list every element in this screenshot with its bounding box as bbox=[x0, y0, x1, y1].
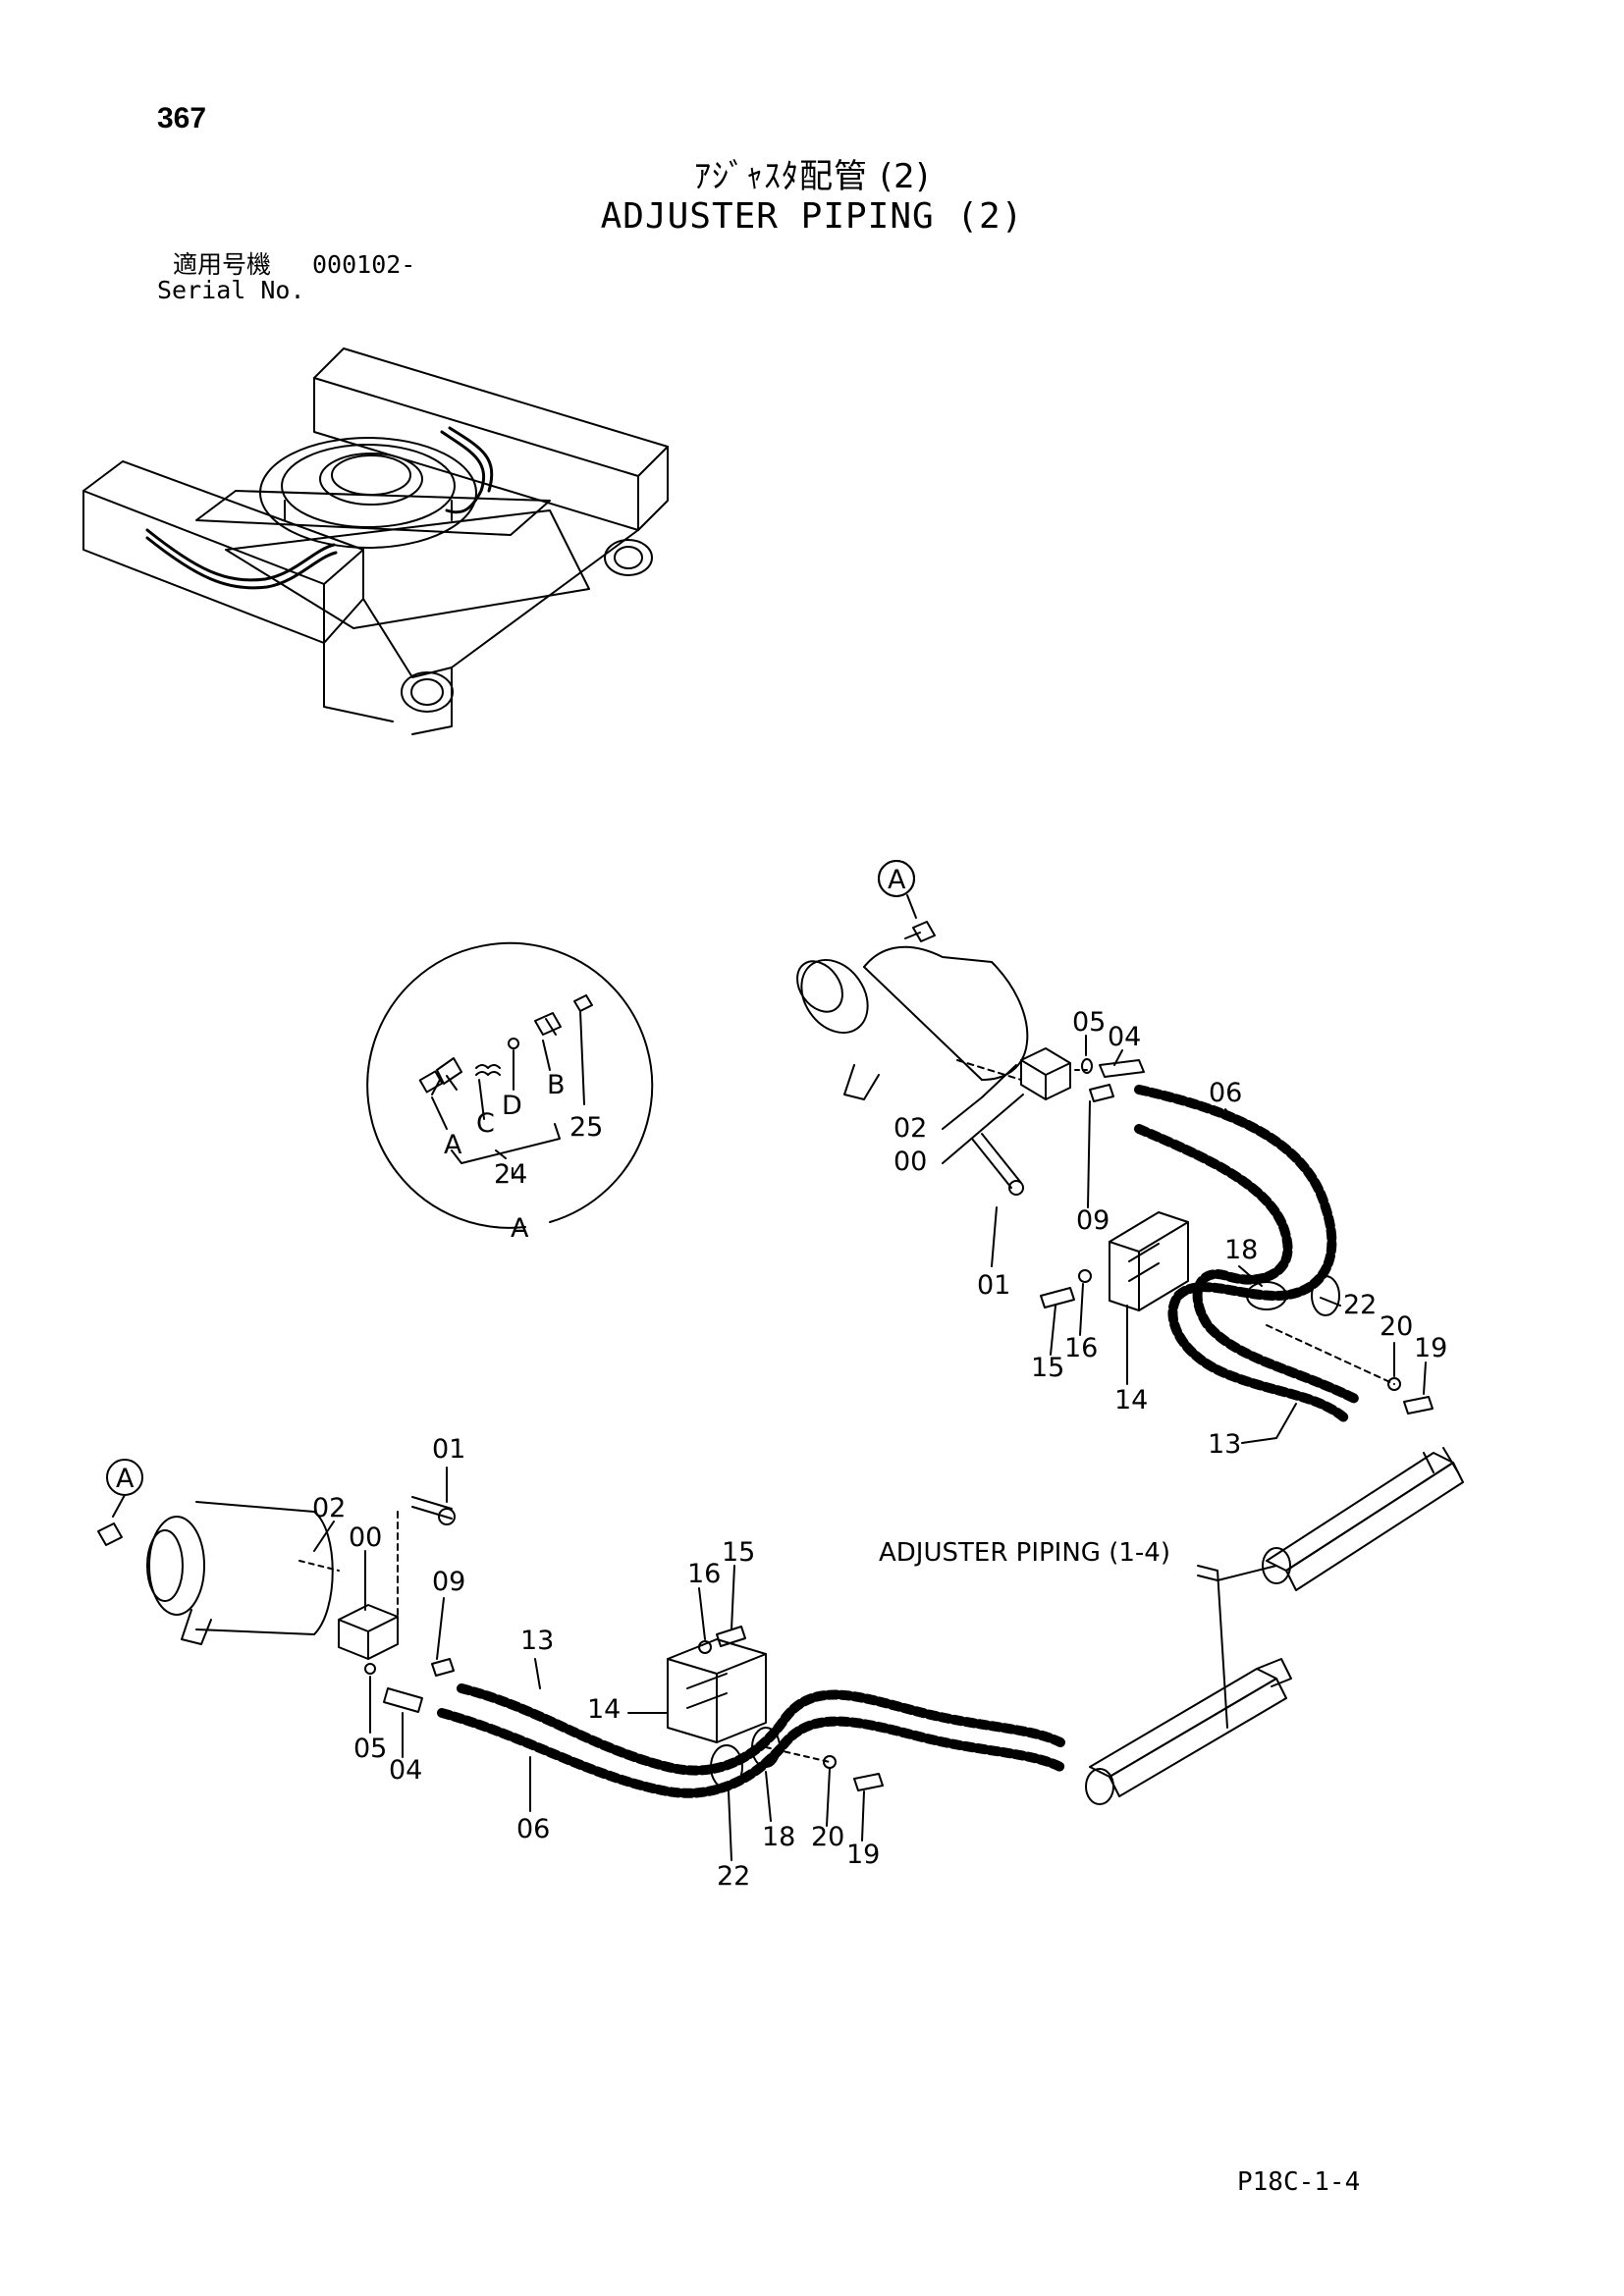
lower-label-18: 18 bbox=[762, 1822, 795, 1852]
lower-label-06: 06 bbox=[516, 1814, 550, 1844]
track-frame-illustration bbox=[82, 347, 669, 735]
title-english: ADJUSTER PIPING (2) bbox=[600, 196, 1024, 237]
upper-label-00: 00 bbox=[893, 1147, 927, 1177]
lower-label-14: 14 bbox=[587, 1694, 621, 1725]
reference-note: ADJUSTER PIPING (1-4) bbox=[879, 1538, 1170, 1568]
upper-label-14: 14 bbox=[1114, 1385, 1148, 1415]
lower-label-20: 20 bbox=[811, 1822, 844, 1852]
lower-label-16: 16 bbox=[687, 1559, 721, 1589]
lower-label-15: 15 bbox=[722, 1537, 755, 1568]
upper-assembly bbox=[796, 860, 1464, 1591]
upper-leader-lines bbox=[942, 1035, 1427, 1444]
detail-view-label: A bbox=[511, 1213, 529, 1244]
lower-label-00: 00 bbox=[349, 1522, 382, 1553]
upper-label-15: 15 bbox=[1031, 1353, 1064, 1383]
detail-view-circle bbox=[366, 941, 654, 1229]
upper-label-06: 06 bbox=[1209, 1078, 1242, 1108]
upper-label-13: 13 bbox=[1208, 1429, 1241, 1460]
upper-label-22: 22 bbox=[1343, 1290, 1377, 1320]
lower-label-09: 09 bbox=[432, 1567, 465, 1597]
callout-a-upper bbox=[878, 860, 915, 897]
callout-a-lower-letter: A bbox=[116, 1464, 135, 1494]
lower-label-02: 02 bbox=[312, 1493, 346, 1523]
upper-label-18: 18 bbox=[1224, 1235, 1258, 1265]
detail-ref-24: 24 bbox=[494, 1159, 527, 1190]
upper-label-19: 19 bbox=[1414, 1333, 1447, 1363]
serial-label: Serial No. bbox=[157, 276, 305, 304]
lower-label-01: 01 bbox=[432, 1434, 465, 1465]
lower-label-04: 04 bbox=[389, 1755, 422, 1786]
footer-code: P18C-1-4 bbox=[1237, 2167, 1361, 2197]
detail-letter-a: A bbox=[444, 1130, 462, 1160]
detail-letter-d: D bbox=[502, 1091, 522, 1121]
upper-label-05: 05 bbox=[1072, 1007, 1106, 1038]
lower-label-22: 22 bbox=[717, 1861, 750, 1892]
lower-label-19: 19 bbox=[846, 1840, 880, 1870]
serial-number: 000102- bbox=[312, 250, 416, 279]
lower-assembly bbox=[97, 1459, 1292, 1805]
upper-label-02: 02 bbox=[893, 1113, 927, 1144]
lower-label-13: 13 bbox=[520, 1626, 554, 1656]
callout-a-upper-letter: A bbox=[888, 865, 906, 895]
detail-letter-b: B bbox=[547, 1070, 566, 1100]
detail-letter-c: C bbox=[476, 1108, 495, 1139]
lower-leader-lines bbox=[313, 1467, 865, 1861]
reference-leader bbox=[1197, 1565, 1277, 1729]
upper-label-04: 04 bbox=[1108, 1022, 1141, 1052]
upper-label-01: 01 bbox=[977, 1270, 1010, 1301]
upper-label-20: 20 bbox=[1380, 1311, 1413, 1342]
detail-ref-25: 25 bbox=[569, 1112, 603, 1143]
lower-label-05: 05 bbox=[353, 1734, 387, 1764]
upper-label-09: 09 bbox=[1076, 1205, 1110, 1236]
upper-label-16: 16 bbox=[1064, 1333, 1098, 1363]
title-japanese: ｱｼﾞｬｽﾀ配管 (2) bbox=[694, 157, 930, 196]
page-number: 367 bbox=[157, 102, 207, 134]
serial-applicable-label: 適用号機 bbox=[173, 250, 272, 279]
